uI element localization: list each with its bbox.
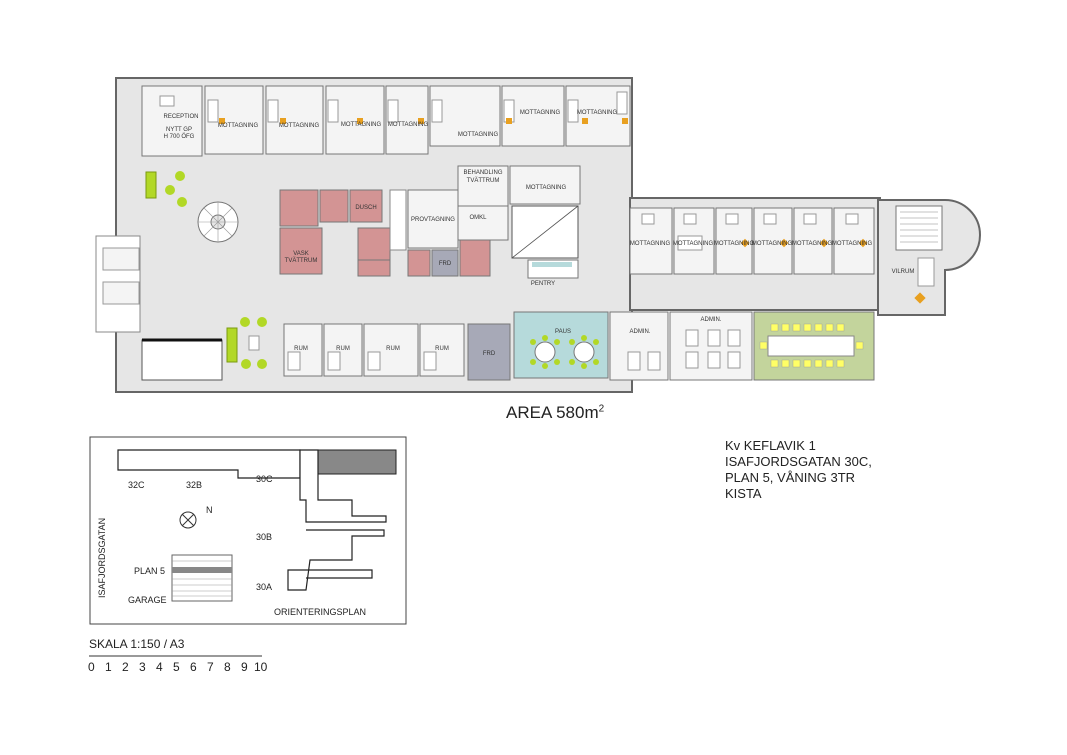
north-label: N [206, 505, 213, 515]
address-line-2: ISAFJORDSGATAN 30C, [725, 454, 872, 469]
room-mottagning-6: MOTTAGNING [520, 110, 561, 116]
room-mottagning-14: MOTTAGNING [832, 241, 873, 247]
room-mottagning-13: MOTTAGNING [792, 241, 833, 247]
lobby-area [102, 171, 267, 369]
wet-rooms: DUSCH VASK TVÄTTRUM [279, 189, 491, 277]
room-mottagning-11: MOTTAGNING [714, 241, 755, 247]
scale-number: 2 [122, 660, 129, 674]
scale-number: 4 [156, 660, 163, 674]
entrance-32c: 32C [128, 480, 145, 490]
room-vask-tvattrum: TVÄTTRUM [285, 257, 318, 264]
room-provtagning: PROVTAGNING [411, 217, 455, 223]
scale-number: 3 [139, 660, 146, 674]
address-block: Kv KEFLAVIK 1 ISAFJORDSGATAN 30C, PLAN 5… [725, 438, 872, 502]
room-mottagning-5: MOTTAGNING [458, 132, 499, 138]
entrance-30c: 30C [256, 474, 273, 484]
street-label: ISAFJORDSGATAN [97, 518, 107, 598]
room-omkl: OMKL [469, 215, 487, 221]
room-mottagning-7: MOTTAGNING [577, 110, 618, 116]
room-paus: PAUS [555, 329, 571, 335]
room-mottagning-10: MOTTAGNING [673, 241, 714, 247]
orientation-plan: N 32C 32B 30C 30B 30A PLAN 5 GARAGE ORIE… [89, 436, 407, 625]
room-mottagning-1: MOTTAGNING [218, 123, 259, 129]
room-mottagning-3: MOTTAGNING [341, 122, 382, 128]
entrance-30b: 30B [256, 532, 272, 542]
room-mottagning-4: MOTTAGNING [388, 122, 429, 128]
scale-number: 0 [88, 660, 95, 674]
top-offices: RECEPTION NYTT GP H 700 ÖFG MOTTAGNING M… [141, 85, 631, 157]
scale-number: 9 [241, 660, 248, 674]
room-vask: VASK [293, 251, 309, 257]
scale-number: 7 [207, 660, 214, 674]
room-frd-1: FRD [439, 261, 452, 267]
note-nytt-gp-height: H 700 ÖFG [164, 133, 195, 140]
scale-number: 6 [190, 660, 197, 674]
room-admin-1: ADMIN. [630, 329, 651, 335]
room-behandling: BEHANDLING [463, 170, 502, 176]
scale-number: 5 [173, 660, 180, 674]
address-line-3: PLAN 5, VÅNING 3TR [725, 470, 856, 485]
room-mottagning-9: MOTTAGNING [630, 241, 671, 247]
scale-number: 10 [254, 660, 268, 674]
room-pentry: PENTRY [531, 281, 555, 287]
address-line-1: Kv KEFLAVIK 1 [725, 438, 816, 453]
scale-numbers: 0 1 2 3 4 5 6 7 8 9 10 [86, 660, 271, 676]
east-wing: MOTTAGNING MOTTAGNING MOTTAGNING MOTTAGN… [629, 205, 943, 304]
address-line-4: KISTA [725, 486, 762, 501]
bottom-rooms: RUM RUM RUM RUM FRD PAUS ADMIN. ADMIN. [283, 311, 875, 381]
level-garage: GARAGE [128, 595, 167, 605]
center-rooms: PROVTAGNING FRD BEHANDLING TVÄTTRUM OMKL… [407, 165, 581, 287]
room-rum-3: RUM [386, 346, 400, 352]
room-rum-1: RUM [294, 346, 308, 352]
room-rum-4: RUM [435, 346, 449, 352]
room-mottagning-12: MOTTAGNING [752, 241, 793, 247]
scale-number: 1 [105, 660, 112, 674]
room-vilrum: VILRUM [892, 269, 915, 275]
scale-number: 8 [224, 660, 231, 674]
room-frd-2: FRD [483, 351, 496, 357]
entrance-30a: 30A [256, 582, 272, 592]
level-plan-5: PLAN 5 [134, 566, 165, 576]
room-mottagning-8: MOTTAGNING [526, 185, 567, 191]
room-behandling-tvattrum: TVÄTTRUM [467, 177, 500, 184]
scale-title: SKALA 1:150 / A3 [89, 637, 185, 651]
entrance-32b: 32B [186, 480, 202, 490]
room-rum-2: RUM [336, 346, 350, 352]
note-nytt-gp: NYTT GP [166, 127, 192, 133]
room-reception: RECEPTION [163, 114, 198, 120]
room-mottagning-2: MOTTAGNING [279, 123, 320, 129]
room-dusch: DUSCH [355, 205, 376, 211]
room-admin-2: ADMIN. [701, 317, 722, 323]
orientation-title: ORIENTERINGSPLAN [274, 607, 366, 617]
area-label: AREA 580m2 [506, 403, 605, 422]
